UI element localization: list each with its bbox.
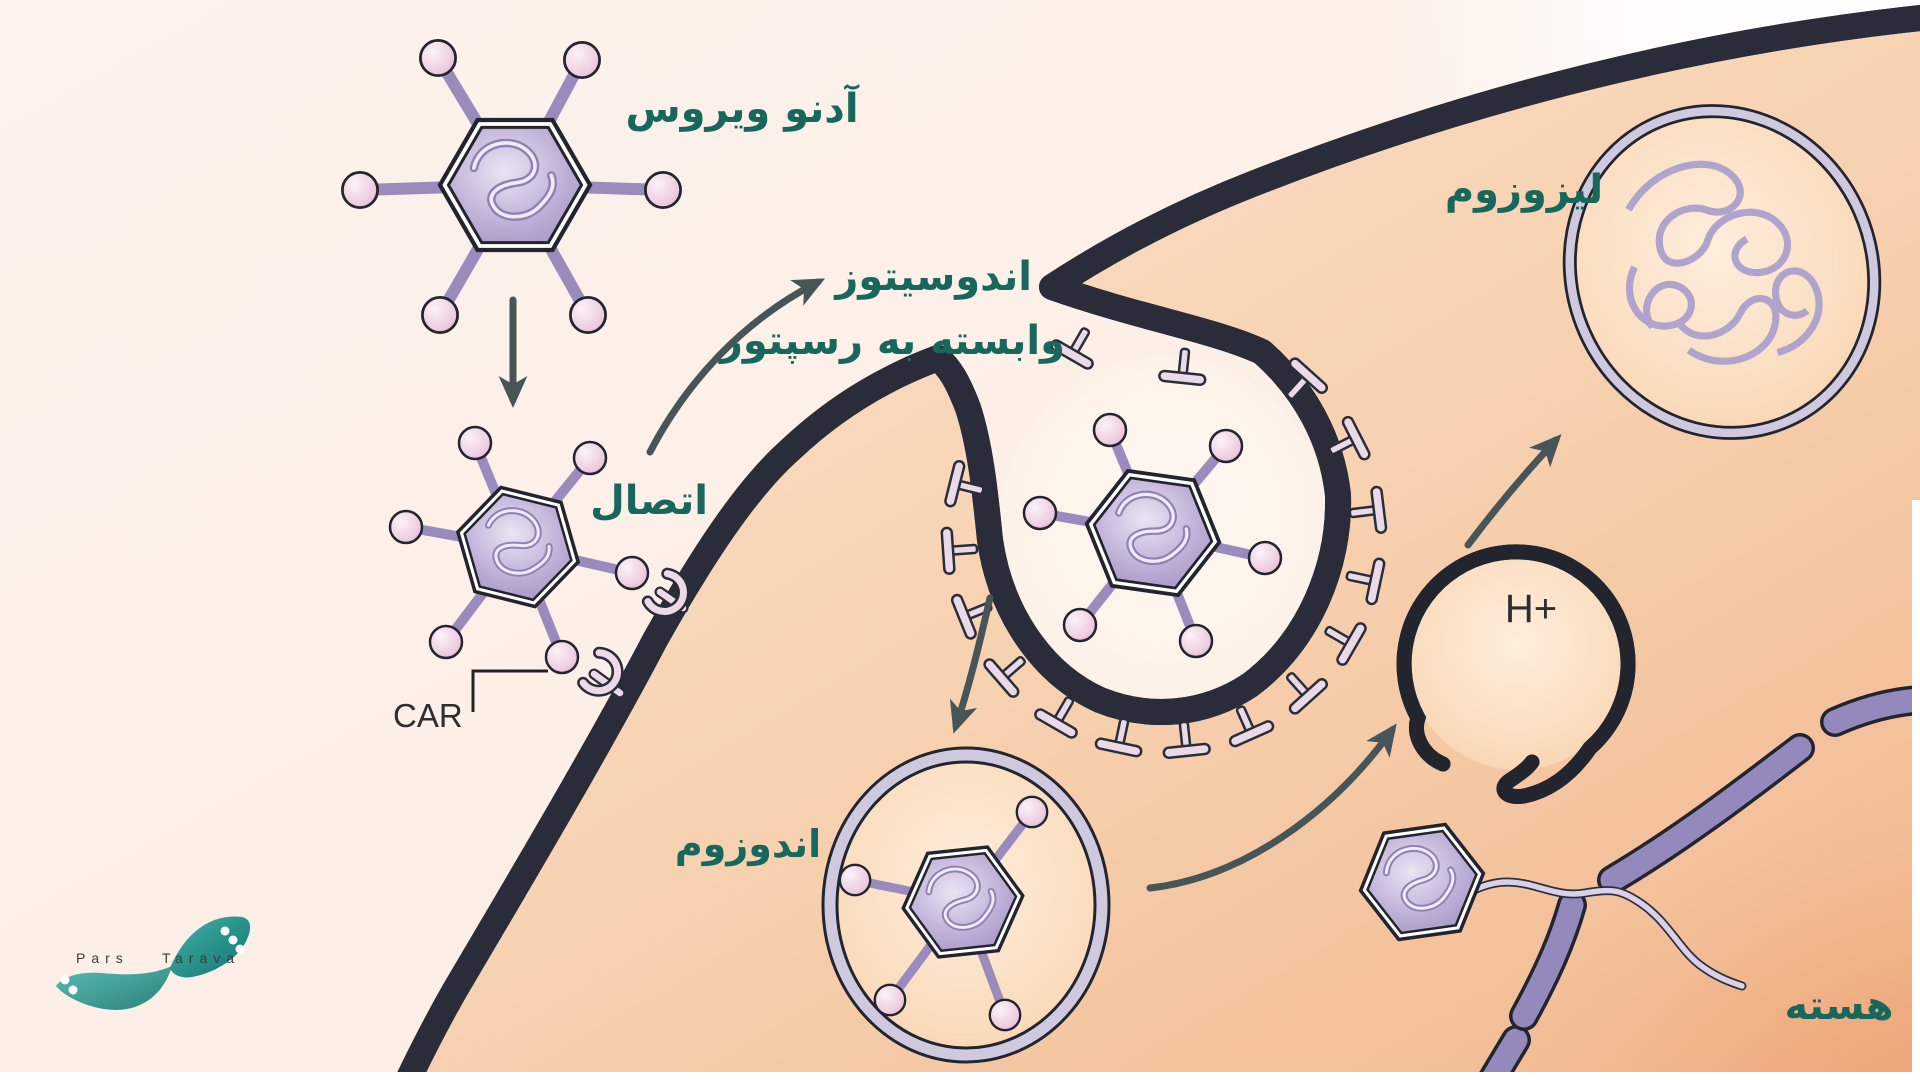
- arrow-pit-to-endosome: [949, 594, 994, 734]
- adenovirus-free: [341, 39, 682, 334]
- arrow-to-lysosome: [1464, 434, 1562, 549]
- cell-membrane: [395, 5, 1920, 1080]
- logo-dot: [228, 935, 238, 945]
- bottom-edge: [0, 1072, 1920, 1080]
- car-receptor-1: [647, 572, 691, 619]
- logo: Pars Tarava: [56, 916, 251, 1010]
- label-endocytosis-line1: اندوسیتوز: [833, 254, 1032, 300]
- label-attachment: اتصال: [590, 478, 708, 524]
- label-nucleus: هسته: [1784, 983, 1893, 1029]
- logo-ribbon-upper: [170, 916, 251, 978]
- lysosome-enzyme-tangle: [1589, 136, 1833, 399]
- lysosome: [1562, 104, 1882, 440]
- viral-dna-strand: [1465, 877, 1747, 991]
- label-endocytosis-line2: وابسته به رسپتور: [718, 318, 1065, 364]
- car-receptor-2: [582, 651, 624, 697]
- logo-dot: [220, 926, 230, 936]
- label-car: CAR: [393, 697, 463, 734]
- h-plus-vesicle: [1404, 550, 1628, 797]
- adenovirus-in-endosome: [838, 795, 1049, 1032]
- logo-dot: [68, 985, 78, 995]
- adenovirus-attaching: [388, 425, 650, 675]
- label-adenovirus: آدنو ویروس: [625, 83, 859, 132]
- right-edge: [1912, 500, 1920, 1080]
- logo-dot: [235, 944, 245, 954]
- nucleus: [1477, 685, 1920, 1080]
- label-endosome: اندوزوم: [675, 822, 821, 867]
- logo-ribbon-lower: [56, 966, 172, 1010]
- label-h-plus: H+: [1505, 587, 1557, 631]
- label-lysosome: لیزوزوم: [1445, 167, 1603, 213]
- arrow-endosome-to-vesicle: [1146, 723, 1397, 892]
- logo-text-pars: Pars: [76, 950, 129, 966]
- adenovirus-in-pit: [1022, 412, 1283, 659]
- arrow-to-endocytosis: [646, 278, 826, 456]
- arrows: [498, 278, 1562, 892]
- car-leader-line: [471, 669, 548, 712]
- logo-text-tarava: Tarava: [162, 950, 240, 966]
- logo-dot: [60, 975, 70, 985]
- nuclear-envelope: [1477, 685, 1920, 1080]
